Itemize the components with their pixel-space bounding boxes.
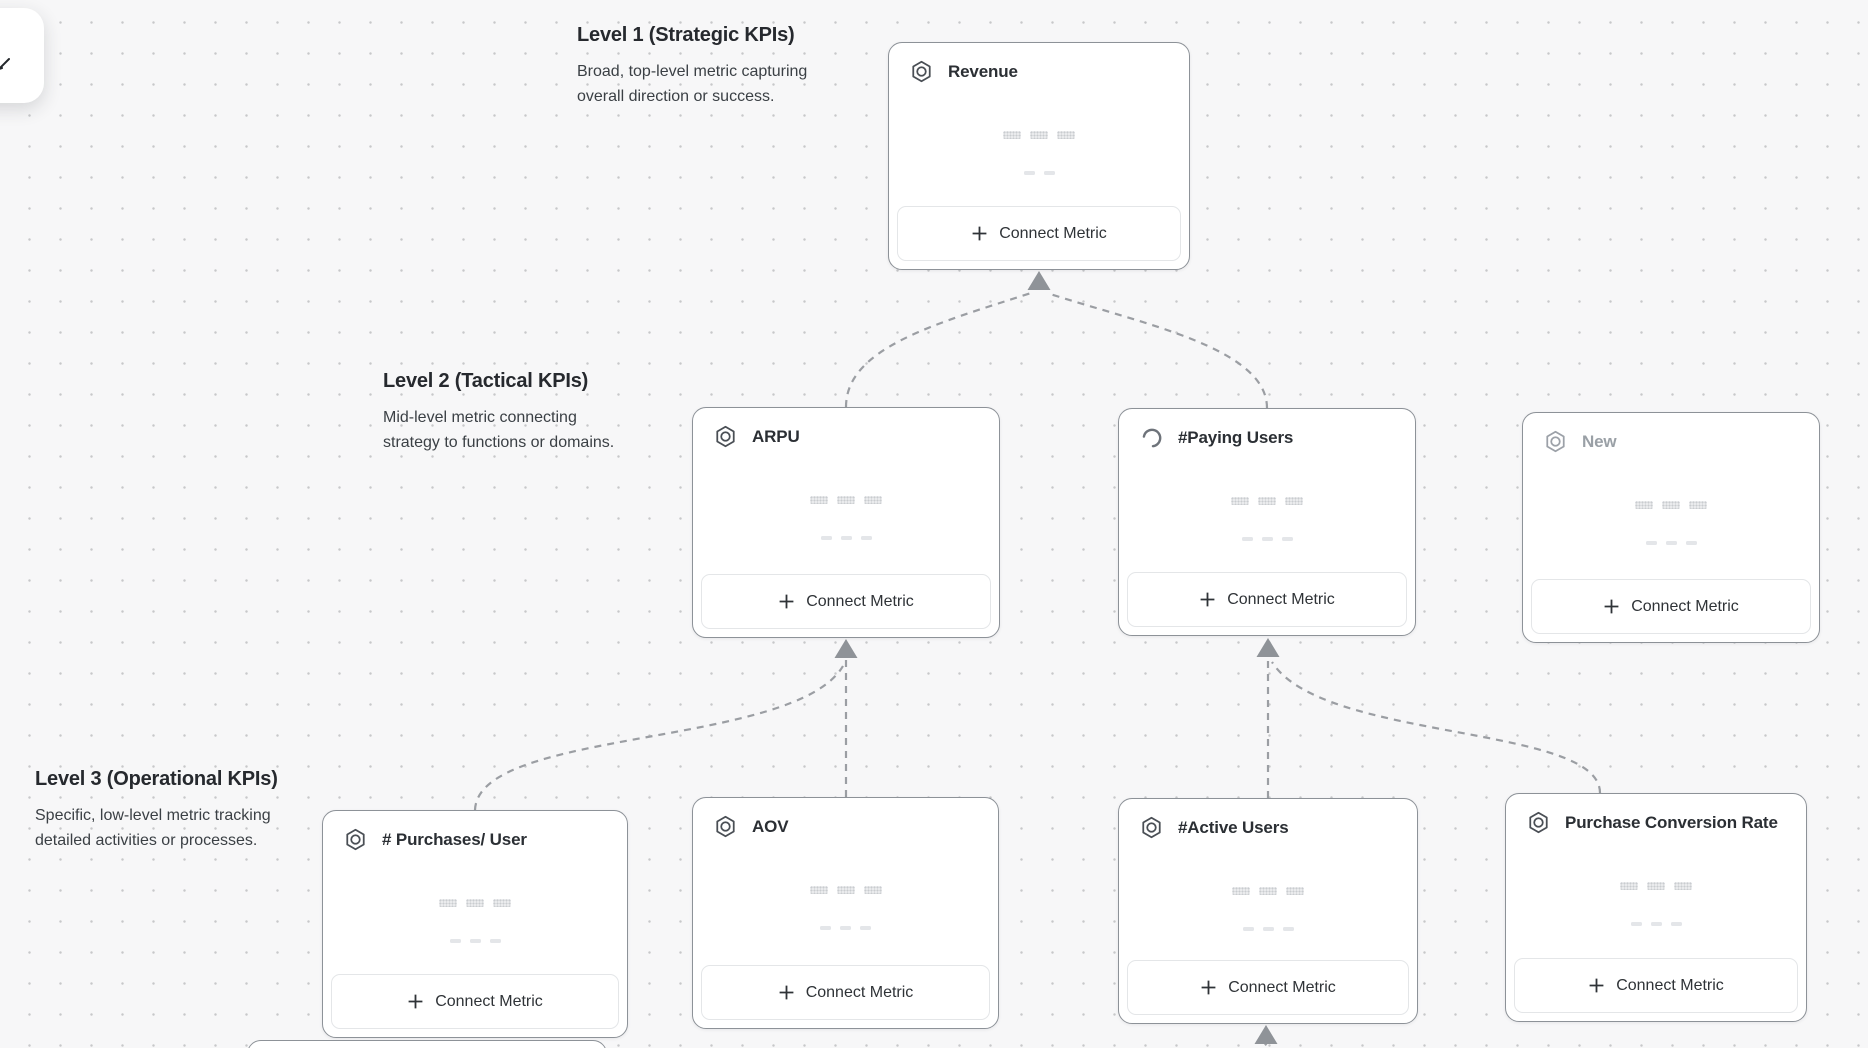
- skeleton-placeholder: [1119, 887, 1417, 895]
- plus-icon: [971, 225, 988, 242]
- level-1-description: Broad, top-level metric capturing overal…: [577, 63, 808, 105]
- connect-metric-label: Connect Metric: [1616, 976, 1724, 994]
- level-1-header: Level 1 (Strategic KPIs) Broad, top-leve…: [577, 24, 837, 109]
- skeleton-placeholder: [693, 926, 998, 930]
- skeleton-placeholder: [1119, 537, 1415, 541]
- skeleton-placeholder: [1506, 922, 1806, 926]
- plus-icon: [1199, 591, 1216, 608]
- skeleton-placeholder: [693, 496, 999, 504]
- connect-metric-label: Connect Metric: [1631, 597, 1739, 615]
- spinner-icon: [1138, 424, 1165, 451]
- arrowhead-into-revenue: [1027, 271, 1051, 290]
- metric-card-title: # Purchases/ User: [382, 829, 527, 849]
- metric-card-title: #Paying Users: [1178, 427, 1294, 447]
- cursor-icon: [0, 58, 10, 70]
- connect-metric-button[interactable]: Connect Metric: [1127, 572, 1407, 627]
- level-2-title: Level 2 (Tactical KPIs): [383, 370, 589, 392]
- connect-metric-label: Connect Metric: [1227, 590, 1335, 608]
- connector-arpu-to-revenue: [844, 291, 1032, 408]
- level-1-title: Level 1 (Strategic KPIs): [577, 24, 795, 46]
- arrowhead-into-arpu: [834, 639, 858, 658]
- connector-offscreen-to-active-users: [1261, 1035, 1269, 1048]
- metric-hexagon-icon: [1542, 428, 1569, 455]
- arrowhead-into-active-users: [1254, 1025, 1278, 1044]
- metric-card-title: New: [1582, 431, 1617, 451]
- plus-icon: [1200, 979, 1217, 996]
- skeleton-placeholder: [889, 131, 1189, 139]
- metric-card-partial-bottom[interactable]: [247, 1040, 607, 1048]
- metric-card-purchase-conversion-rate[interactable]: Purchase Conversion Rate Connect Metric: [1505, 793, 1807, 1022]
- metric-card-title: #Active Users: [1178, 817, 1289, 837]
- skeleton-placeholder: [889, 171, 1189, 175]
- connect-metric-button[interactable]: Connect Metric: [331, 974, 619, 1029]
- metric-card-title: ARPU: [752, 426, 800, 446]
- metric-hexagon-icon: [342, 826, 369, 853]
- connector-paying-users-to-revenue: [1046, 291, 1269, 409]
- connect-metric-label: Connect Metric: [1228, 978, 1336, 996]
- metric-hexagon-icon: [712, 423, 739, 450]
- connect-metric-button[interactable]: Connect Metric: [1514, 958, 1798, 1013]
- connect-metric-button[interactable]: Connect Metric: [1127, 960, 1409, 1015]
- metric-card-title: AOV: [752, 816, 789, 836]
- plus-icon: [1588, 977, 1605, 994]
- connector-purchases-user-to-arpu: [473, 665, 844, 811]
- connect-metric-label: Connect Metric: [999, 224, 1107, 242]
- plus-icon: [778, 593, 795, 610]
- metric-card-revenue[interactable]: Revenue Connect Metric: [888, 42, 1190, 270]
- plus-icon: [778, 984, 795, 1001]
- skeleton-placeholder: [323, 899, 627, 907]
- skeleton-placeholder: [1119, 927, 1417, 931]
- metric-card-purchases-per-user[interactable]: # Purchases/ User Connect Metric: [322, 810, 628, 1038]
- level-2-description: Mid-level metric connecting strategy to …: [383, 409, 615, 451]
- metric-card-arpu[interactable]: ARPU Connect Metric: [692, 407, 1000, 638]
- metric-hexagon-icon: [1138, 814, 1165, 841]
- arrowhead-into-paying-users: [1256, 638, 1280, 657]
- metric-card-title: Purchase Conversion Rate: [1565, 812, 1778, 832]
- connect-metric-button[interactable]: Connect Metric: [1531, 579, 1811, 634]
- metric-hexagon-icon: [712, 813, 739, 840]
- connector-purchase-conversion-rate-to-paying-users: [1271, 661, 1602, 794]
- skeleton-placeholder: [693, 536, 999, 540]
- connect-metric-button[interactable]: Connect Metric: [897, 206, 1181, 261]
- level-3-title: Level 3 (Operational KPIs): [35, 768, 278, 790]
- metric-hexagon-icon: [1525, 809, 1552, 836]
- level-3-header: Level 3 (Operational KPIs) Specific, low…: [35, 768, 315, 853]
- level-2-header: Level 2 (Tactical KPIs) Mid-level metric…: [383, 370, 643, 455]
- metric-card-active-users[interactable]: #Active Users Connect Metric: [1118, 798, 1418, 1024]
- level-3-description: Specific, low-level metric tracking deta…: [35, 807, 271, 849]
- metric-card-new[interactable]: New Connect Metric: [1522, 412, 1820, 643]
- connect-metric-label: Connect Metric: [435, 992, 543, 1010]
- skeleton-placeholder: [1523, 501, 1819, 509]
- plus-icon: [407, 993, 424, 1010]
- connect-metric-label: Connect Metric: [805, 983, 914, 1001]
- skeleton-placeholder: [1523, 541, 1819, 545]
- connect-metric-button[interactable]: Connect Metric: [701, 574, 991, 629]
- connect-metric-button[interactable]: Connect Metric: [701, 965, 990, 1020]
- metric-card-title: Revenue: [948, 61, 1018, 81]
- skeleton-placeholder: [1119, 497, 1415, 505]
- plus-icon: [1603, 598, 1620, 615]
- metric-card-paying-users[interactable]: #Paying Users Connect Metric: [1118, 408, 1416, 636]
- skeleton-placeholder: [323, 939, 627, 943]
- skeleton-placeholder: [693, 886, 998, 894]
- metric-card-aov[interactable]: AOV Connect Metric: [692, 797, 999, 1029]
- toolbar-cursor-button[interactable]: [0, 8, 44, 103]
- metric-hexagon-icon: [908, 58, 935, 85]
- skeleton-placeholder: [1506, 882, 1806, 890]
- connect-metric-label: Connect Metric: [806, 592, 914, 610]
